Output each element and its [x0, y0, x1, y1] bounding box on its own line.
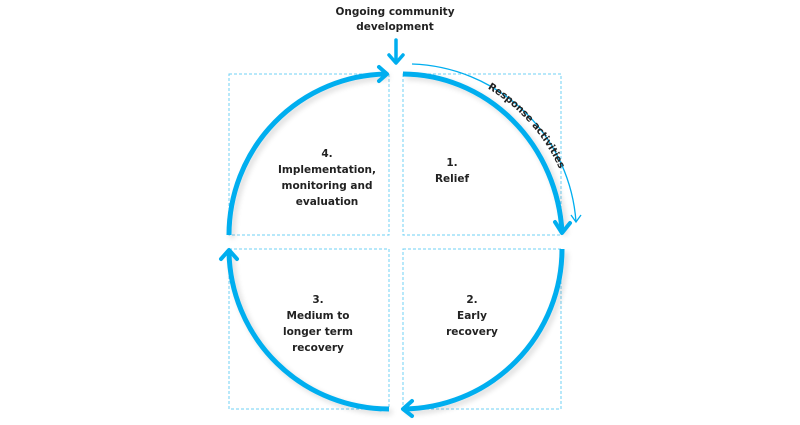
quadrant-number: 2. — [466, 294, 478, 306]
quadrant-text-line: recovery — [292, 342, 344, 354]
quadrant-3-box — [228, 248, 390, 410]
quadrant-text-line: monitoring and — [281, 180, 373, 192]
quadrant-text-line: recovery — [446, 326, 498, 338]
response-activities-label: Response activities — [486, 81, 567, 170]
quadrant-text-line: Relief — [434, 173, 470, 185]
quadrant-text-line: Early — [457, 310, 487, 322]
arc-medium-longer-term — [226, 251, 390, 412]
quadrant-1-label: 1. Relief — [412, 155, 492, 187]
quadrant-text-line: Medium to — [286, 310, 350, 322]
arc-relief — [402, 71, 565, 233]
quadrant-3-label: 3. Medium to longer term recovery — [258, 292, 378, 356]
title-line-2: development — [356, 21, 434, 33]
arrowhead-implementation-icon — [377, 65, 389, 83]
quadrant-text-line: evaluation — [295, 196, 359, 208]
quadrant-4-box — [228, 73, 390, 236]
quadrant-2-box — [402, 248, 562, 410]
arrowhead-medium-longer-icon — [219, 248, 239, 261]
arc-early-recovery — [402, 248, 565, 412]
quadrant-number: 3. — [312, 294, 324, 306]
arc-implementation — [226, 71, 387, 236]
response-arrowhead-icon — [570, 214, 582, 224]
down-arrow-icon — [387, 38, 405, 65]
quadrant-1-box — [402, 73, 562, 236]
arrowhead-early-recovery-icon — [401, 399, 414, 418]
quadrant-4-label: 4. Implementation, monitoring and evalua… — [262, 146, 392, 210]
quadrant-guides — [228, 73, 562, 410]
title-line-1: Ongoing community — [335, 6, 455, 18]
quadrant-text-line: Implementation, — [277, 164, 377, 176]
response-activities-arrow — [411, 63, 582, 224]
quadrant-text-line: longer term — [282, 326, 354, 338]
ongoing-community-development-label: Ongoing community development — [330, 5, 460, 35]
quadrant-2-label: 2. Early recovery — [432, 292, 512, 340]
quadrant-number: 1. — [446, 157, 458, 169]
quadrant-number: 4. — [321, 148, 333, 160]
arrowhead-relief-icon — [553, 220, 572, 235]
